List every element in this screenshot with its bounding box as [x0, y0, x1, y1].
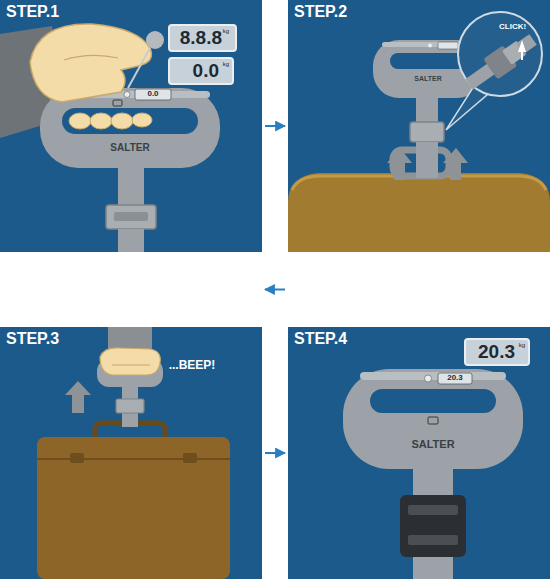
- brand-name: SALTER: [110, 142, 149, 153]
- step-arrow: [265, 289, 285, 291]
- brand-name: SALTER: [414, 75, 441, 83]
- zoom-callout: CLICK!: [456, 10, 544, 98]
- step-panel: STEP.2 CLICK! SALTER: [288, 0, 550, 252]
- step-panel: STEP.3 ...BEEP!: [0, 327, 262, 579]
- display-reading: 20.3: [447, 374, 463, 383]
- display-reading: 8.8.8: [180, 27, 222, 49]
- step-heading: STEP.3: [6, 330, 59, 348]
- unit-label: kg: [223, 61, 229, 68]
- sound-note: ...BEEP!: [169, 359, 216, 372]
- unit-label: kg: [519, 342, 525, 349]
- callout-text: CLICK!: [499, 22, 526, 31]
- step-heading: STEP.1: [6, 3, 59, 21]
- unit-label: kg: [223, 28, 229, 35]
- brand-name: SALTER: [411, 438, 454, 450]
- step-panel: STEP.1 8.8.8 0.0SALTER 0.0 kg kg: [0, 0, 262, 252]
- display-reading: 0.0: [193, 60, 219, 82]
- display-reading: 0.0: [147, 90, 158, 99]
- lift-bag-illustration: [0, 327, 262, 579]
- display-reading: 20.3: [478, 341, 515, 363]
- step-arrow: [265, 125, 285, 127]
- step-heading: STEP.4: [294, 330, 347, 348]
- step-panel: STEP.4 20.3SALTER 20.3 kg: [288, 327, 550, 579]
- step-heading: STEP.2: [294, 3, 347, 21]
- step-arrow: [265, 452, 285, 454]
